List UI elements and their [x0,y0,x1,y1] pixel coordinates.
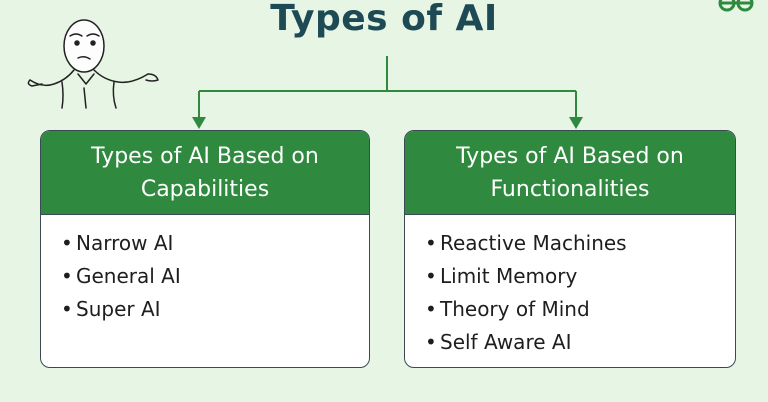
card-list: •Narrow AI •General AI •Super AI [41,215,369,326]
page-title: Types of AI [270,0,498,39]
card-functionalities: Types of AI Based on Functionalities •Re… [404,130,736,368]
shrugging-guy-icon [27,19,159,109]
list-item: •Reactive Machines [425,227,735,260]
list-item: •Super AI [61,293,369,326]
brand-logo-icon [718,0,754,12]
bullet-icon: • [425,264,437,288]
bullet-icon: • [61,231,73,255]
card-heading-line: Types of AI Based on [456,143,684,169]
card-heading-line: Functionalities [490,176,650,202]
list-item: •Theory of Mind [425,293,735,326]
bullet-icon: • [425,330,437,354]
arrow-right-icon [569,117,583,129]
card-heading-line: Capabilities [140,176,270,202]
card-list: •Reactive Machines •Limit Memory •Theory… [405,215,735,359]
card-heading-line: Types of AI Based on [91,143,319,169]
bullet-icon: • [425,297,437,321]
card-heading: Types of AI Based on Functionalities [405,131,735,215]
list-item: •Narrow AI [61,227,369,260]
list-item: •General AI [61,260,369,293]
bullet-icon: • [425,231,437,255]
bullet-icon: • [61,297,73,321]
arrow-left-icon [192,117,206,129]
list-item: •Self Aware AI [425,326,735,359]
card-heading: Types of AI Based on Capabilities [41,131,369,215]
list-item: •Limit Memory [425,260,735,293]
bullet-icon: • [61,264,73,288]
card-capabilities: Types of AI Based on Capabilities •Narro… [40,130,370,368]
